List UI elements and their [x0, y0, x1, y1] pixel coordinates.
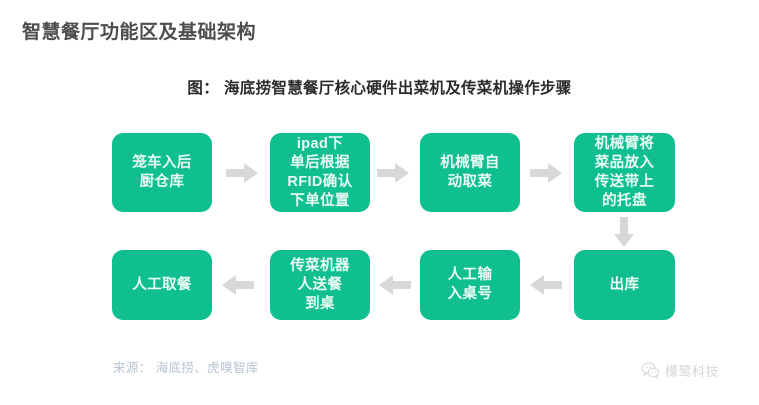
flow-step-1[interactable]: 笼车入后 厨仓库	[112, 133, 212, 212]
wechat-icon	[641, 361, 660, 380]
flow-step-5[interactable]: 出库	[574, 250, 675, 320]
arrow-right-icon	[226, 163, 258, 183]
chart-subtitle-text: 海底捞智慧餐厅核心硬件出菜机及传菜机操作步骤	[224, 80, 572, 97]
watermark: 檬鹭科技	[641, 361, 719, 380]
flow-step-4[interactable]: 机械臂将 菜品放入 传送带上 的托盘	[574, 133, 675, 212]
flow-step-7[interactable]: 传菜机器 人送餐 到桌	[270, 250, 370, 320]
flow-step-4-label: 机械臂将 菜品放入 传送带上 的托盘	[594, 135, 655, 209]
flow-step-5-label: 出库	[609, 276, 640, 293]
flow-step-6[interactable]: 人工输 入桌号	[420, 250, 520, 320]
chart-subtitle-prefix: 图：	[187, 80, 219, 97]
arrow-left-icon	[530, 275, 562, 295]
flow-step-2[interactable]: ipad下 单后根据 RFID确认 下单位置	[270, 133, 370, 212]
watermark-text: 檬鹭科技	[665, 364, 720, 379]
source-note: 来源： 海底捞、虎嗅智库	[113, 361, 259, 375]
flow-step-8-label: 人工取餐	[132, 276, 192, 293]
chart-subtitle: 图： 海底捞智慧餐厅核心硬件出菜机及传菜机操作步骤	[0, 76, 759, 98]
arrow-left-icon	[379, 275, 411, 295]
arrow-right-icon	[377, 163, 409, 183]
arrow-left-icon	[222, 275, 254, 295]
arrow-down-icon	[614, 217, 634, 247]
page-title: 智慧餐厅功能区及基础架构	[22, 22, 257, 43]
flow-step-2-label: ipad下 单后根据 RFID确认 下单位置	[287, 135, 353, 209]
flow-step-1-label: 笼车入后 厨仓库	[132, 154, 192, 190]
flow-step-7-label: 传菜机器 人送餐 到桌	[290, 257, 350, 312]
flow-step-3-label: 机械臂自 动取菜	[440, 154, 500, 190]
flow-step-8[interactable]: 人工取餐	[112, 250, 212, 320]
flow-step-3[interactable]: 机械臂自 动取菜	[420, 133, 520, 212]
arrow-right-icon	[530, 163, 562, 183]
flow-step-6-label: 人工输 入桌号	[447, 267, 493, 302]
